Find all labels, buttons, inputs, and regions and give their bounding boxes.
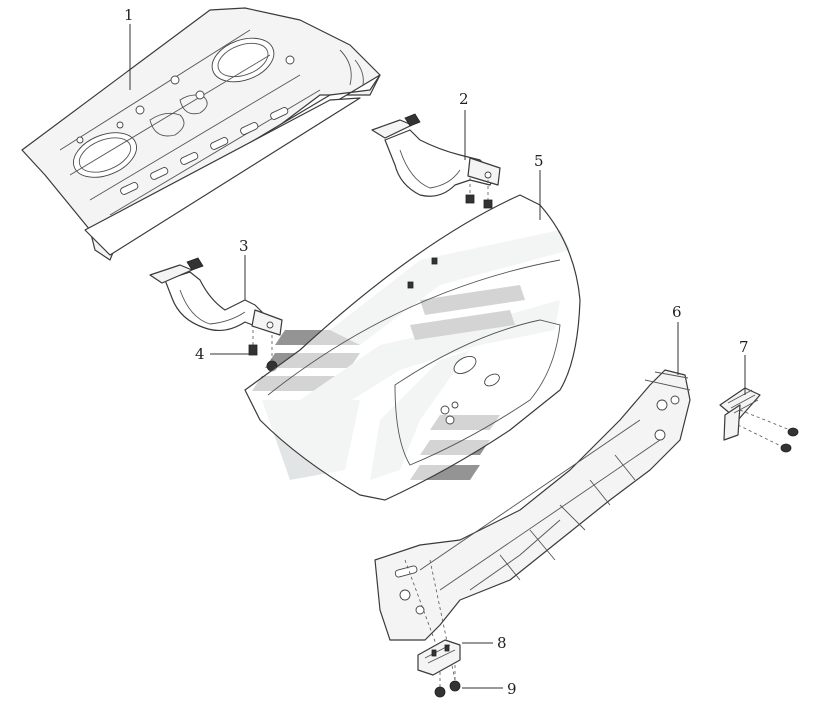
trunk-lid	[244, 194, 581, 501]
leader-lines	[129, 24, 746, 689]
callout-9: 9	[507, 680, 517, 698]
rear-panel	[374, 369, 691, 681]
parcel-shelf-panel	[21, 7, 381, 261]
callout-2: 2	[459, 90, 469, 108]
callout-5: 5	[534, 152, 544, 170]
bracket-right	[719, 387, 799, 453]
callout-numbers: 1 2 3 4 5 6 7 8 9	[124, 6, 749, 698]
callout-4: 4	[195, 345, 205, 363]
trunk-hinge-left	[149, 257, 283, 372]
bracket-lower	[417, 639, 461, 698]
callout-7: 7	[739, 338, 749, 356]
callout-8: 8	[497, 634, 507, 652]
callout-6: 6	[672, 303, 682, 321]
callout-1: 1	[124, 6, 134, 24]
trunk-hinge-right	[371, 113, 501, 209]
callout-3: 3	[239, 237, 249, 255]
